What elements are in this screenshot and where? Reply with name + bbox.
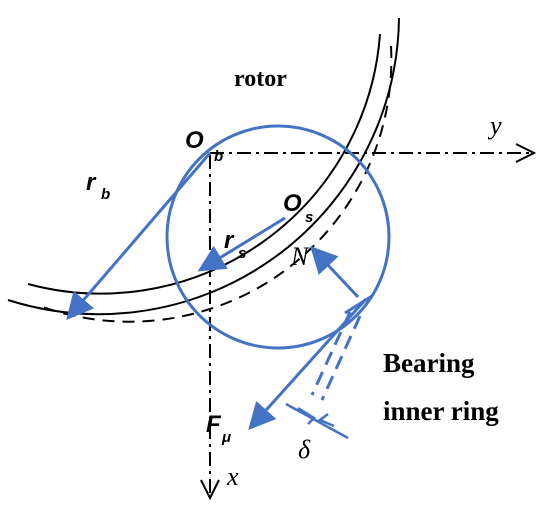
ob-label: O (185, 127, 204, 154)
rb-label-sub: b (101, 186, 110, 203)
delta-dimension-line (285, 402, 349, 440)
rs-radius-arrow (197, 216, 286, 272)
x-axis-arrowhead (200, 479, 220, 501)
inner-ring-arc (27, 33, 381, 295)
normal-force-arrow (310, 246, 360, 299)
rotor-circle (165, 124, 391, 350)
x-axis-label: x (226, 462, 239, 491)
rs-label: r (224, 227, 235, 254)
rotor-label: rotor (234, 66, 287, 92)
normal-force-label: N (290, 242, 310, 271)
rs-label-sub: s (238, 245, 246, 262)
contact-tangent-mark (344, 294, 373, 315)
bearing-label-line2: inner ring (383, 396, 499, 426)
delta-dashed-line-2 (320, 315, 362, 401)
fmu-label-sub: μ (221, 429, 231, 446)
delta-label: δ (298, 435, 311, 464)
y-axis-arrowhead (515, 143, 537, 163)
ob-label-main: O (185, 127, 204, 154)
bearing-label-line1: Bearing (383, 348, 475, 378)
os-label-sub: s (305, 209, 313, 226)
delta-dashed-line-1 (310, 311, 352, 396)
fmu-label: F (206, 411, 222, 438)
y-axis-label: y (487, 111, 502, 140)
delta-arrow-left (297, 406, 316, 425)
outer-ring-arc (7, 17, 400, 316)
os-label: O (283, 190, 302, 217)
ob-label-sub: b (214, 148, 223, 165)
delta-arrow-right (317, 413, 335, 428)
rb-label: r (86, 169, 97, 196)
rb-radius-arrow (66, 152, 212, 321)
